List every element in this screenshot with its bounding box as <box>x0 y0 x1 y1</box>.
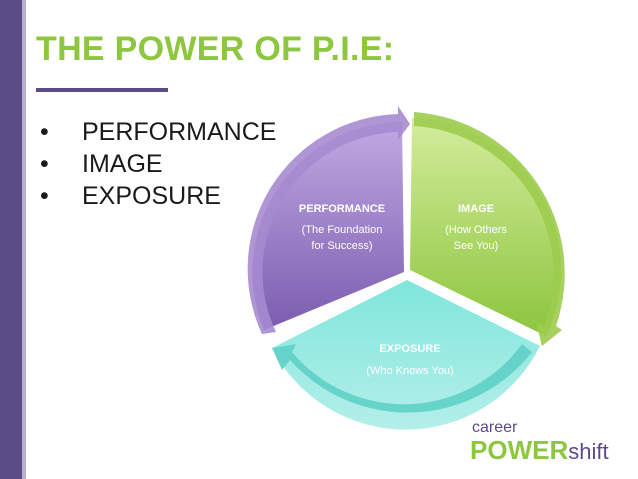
bullet-text: EXPOSURE <box>82 182 221 210</box>
image-subtitle-line1: (How Others <box>445 224 507 236</box>
bullet-text: IMAGE <box>82 150 163 178</box>
performance-segment: PERFORMANCE (The Foundation for Success) <box>247 106 410 334</box>
performance-arrow-icon <box>247 106 410 334</box>
exposure-arrow-icon <box>272 344 532 413</box>
left-accent-bar <box>0 0 26 479</box>
bullet-icon: • <box>40 182 49 210</box>
bullet-item: • PERFORMANCE <box>40 116 276 148</box>
logo-power: POWER <box>470 435 569 465</box>
logo-shift: shift <box>568 439 609 464</box>
exposure-title: EXPOSURE <box>379 343 440 355</box>
exposure-subtitle: (Who Knows You) <box>366 365 453 377</box>
exposure-segment: EXPOSURE (Who Knows You) <box>272 280 540 430</box>
bullet-list: • PERFORMANCE • IMAGE • EXPOSURE <box>40 116 276 212</box>
performance-title: PERFORMANCE <box>299 203 385 215</box>
image-segment: IMAGE (How Others See You) <box>410 112 565 346</box>
bullet-icon: • <box>40 118 49 146</box>
slide-title: THE POWER OF P.I.E: <box>36 30 395 68</box>
bullet-icon: • <box>40 150 49 178</box>
bullet-item: • EXPOSURE <box>40 180 276 212</box>
performance-subtitle-line1: (The Foundation <box>302 224 383 236</box>
logo-line-powershift: POWERshift <box>470 436 609 466</box>
career-powershift-logo: career POWERshift <box>470 420 609 466</box>
logo-line-career: career <box>472 419 518 436</box>
image-title: IMAGE <box>458 203 494 215</box>
bullet-item: • IMAGE <box>40 148 276 180</box>
title-underline <box>36 88 168 92</box>
image-arrow-icon <box>414 112 565 346</box>
bullet-text: PERFORMANCE <box>82 118 277 146</box>
performance-subtitle-line2: for Success) <box>311 240 372 252</box>
image-subtitle-line2: See You) <box>454 240 499 252</box>
